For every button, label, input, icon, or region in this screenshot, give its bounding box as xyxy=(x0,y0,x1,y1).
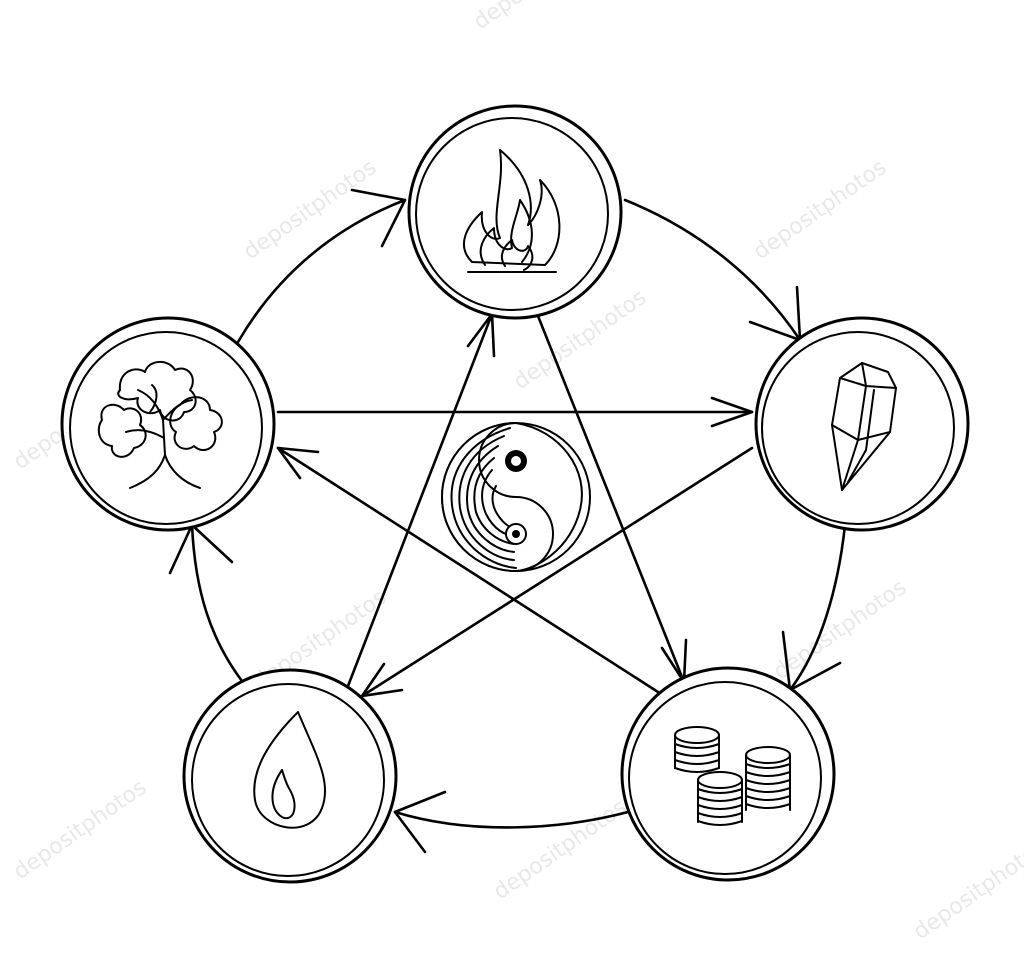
line-metal-to-wood xyxy=(276,446,660,694)
line-earth-to-water xyxy=(360,446,754,698)
arrowhead xyxy=(748,285,802,342)
watermark: depositphotos xyxy=(749,155,891,265)
node-inner-ring xyxy=(628,681,822,875)
node-fire xyxy=(407,104,623,320)
arrowhead xyxy=(710,396,754,428)
node-ring xyxy=(182,668,398,884)
node-ring xyxy=(60,316,276,532)
arc-fire-to-earth xyxy=(623,198,802,342)
node-inner-ring xyxy=(415,117,609,311)
node-wood xyxy=(60,316,276,532)
node-water xyxy=(182,668,398,884)
watermark: depositphotos xyxy=(769,575,911,685)
watermark: depositphotos xyxy=(469,0,611,35)
watermark: depositphotos xyxy=(9,775,151,885)
arc-water-to-wood xyxy=(190,523,247,687)
arrowhead xyxy=(168,523,234,575)
tree-icon xyxy=(97,361,223,489)
water-drop-icon xyxy=(253,711,327,829)
controlling-cycle xyxy=(276,312,754,698)
node-ring xyxy=(620,666,836,882)
node-inner-ring xyxy=(761,331,955,525)
arrowhead xyxy=(276,446,320,480)
arc-metal-to-water xyxy=(393,810,630,829)
yin-yang-icon xyxy=(441,422,583,573)
watermark: depositphotos xyxy=(239,155,381,265)
arrowhead xyxy=(393,790,447,854)
line-fire-to-metal xyxy=(536,314,686,684)
arrowhead xyxy=(350,188,407,248)
node-ring xyxy=(407,104,623,320)
node-inner-ring xyxy=(69,331,263,525)
center-yin-yang xyxy=(441,422,591,573)
arc-wood-to-fire xyxy=(236,198,407,344)
node-inner-ring xyxy=(191,683,385,877)
arrowhead xyxy=(360,662,404,698)
node-earth xyxy=(754,316,970,532)
watermark: depositphotos xyxy=(489,795,631,905)
coins-icon xyxy=(674,726,791,826)
node-metal xyxy=(620,666,836,882)
line-water-to-fire xyxy=(346,312,494,688)
node-ring xyxy=(754,316,970,532)
crystal-icon xyxy=(831,362,897,491)
watermark: depositphotos xyxy=(909,835,1024,945)
fire-icon xyxy=(462,149,561,273)
arc-earth-to-metal xyxy=(788,523,847,692)
